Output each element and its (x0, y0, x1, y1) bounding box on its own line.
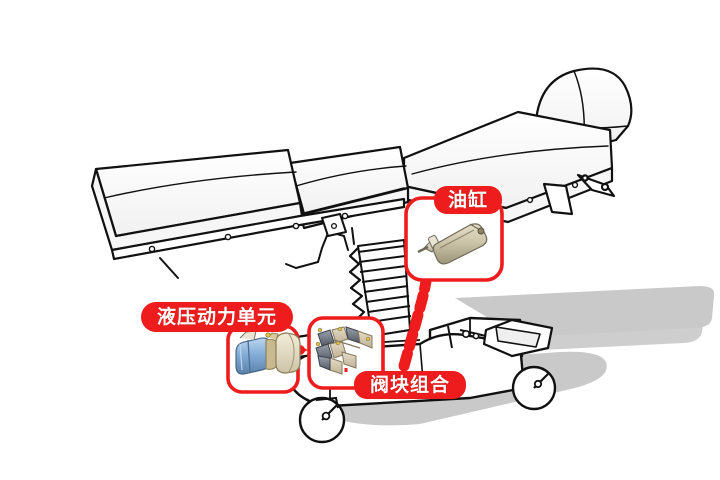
caster-rear (511, 365, 557, 411)
side-rail (110, 197, 406, 261)
hydraulic-power-unit-part (235, 330, 301, 375)
callout-label-valve-block[interactable]: 阀块组合 (354, 371, 466, 399)
valve-block-part (315, 326, 373, 375)
foot-pedal (447, 318, 554, 358)
callout-box-hydraulic-power-unit[interactable] (226, 324, 301, 394)
callout-box-valve-block[interactable] (307, 316, 385, 390)
callout-label-hydraulic-power-unit[interactable]: 液压动力单元 (141, 302, 293, 332)
caster-front (298, 396, 346, 444)
callout-label-cylinder[interactable]: 油缸 (434, 186, 502, 214)
linkage-bracket (321, 213, 347, 237)
hydraulic-cylinder-part (417, 223, 488, 265)
callout-box-cylinder[interactable] (404, 196, 504, 282)
back-support-bracket (542, 173, 616, 216)
